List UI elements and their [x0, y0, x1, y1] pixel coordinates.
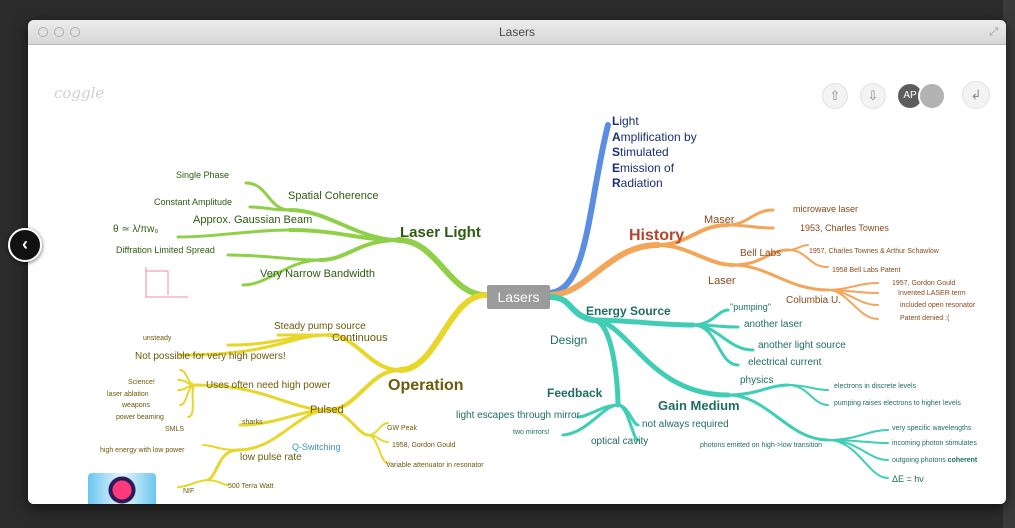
- node-not-required[interactable]: not always required: [642, 419, 729, 430]
- acronym-line: Light: [612, 114, 697, 130]
- desktop-edge: [1003, 0, 1015, 528]
- history-clock-icon[interactable]: ↲: [962, 81, 990, 109]
- node-invented-term[interactable]: Invented LASER term: [898, 290, 966, 297]
- node-bell-patent[interactable]: 1958 Bell Labs Patent: [832, 267, 901, 274]
- minimize-window-button[interactable]: [54, 27, 64, 37]
- acronym-line: Radiation: [612, 176, 697, 192]
- node-theta-formula[interactable]: θ ≃ λ/πw₀: [113, 224, 159, 235]
- acronym-rest: ight: [619, 114, 639, 128]
- close-window-button[interactable]: [38, 27, 48, 37]
- node-not-possible[interactable]: Not possible for very high powers!: [135, 351, 286, 362]
- node-smls[interactable]: SMLS: [165, 426, 185, 433]
- acronym-rest: adiation: [620, 176, 663, 190]
- node-science[interactable]: Science!: [128, 379, 155, 386]
- node-photons-emitted[interactable]: photons emitted on high->low transition: [700, 442, 822, 449]
- topic-operation[interactable]: Operation: [388, 377, 464, 394]
- node-narrow-bandwidth[interactable]: Very Narrow Bandwidth: [260, 268, 375, 280]
- node-uses-high-power[interactable]: Uses often need high power: [206, 380, 331, 391]
- node-diffraction[interactable]: Diffration Limited Spread: [116, 245, 215, 255]
- node-discrete-levels[interactable]: electrons in discrete levels: [834, 383, 917, 390]
- node-power-beaming[interactable]: power beaming: [116, 414, 164, 421]
- node-patent-denied[interactable]: Patent denied :(: [900, 315, 950, 322]
- zoom-window-button[interactable]: [70, 27, 80, 37]
- central-topic-node[interactable]: Lasers: [487, 285, 550, 309]
- node-physics[interactable]: physics: [740, 375, 774, 386]
- mindmap-branches: [145, 122, 889, 488]
- node-schawlow[interactable]: 1957, Charles Townes & Arthur Schawlow: [809, 248, 939, 255]
- node-two-mirrors[interactable]: two mirrors!: [513, 429, 550, 436]
- topic-design[interactable]: Design: [550, 333, 588, 347]
- acronym-letter: S: [612, 145, 621, 159]
- node-open-resonator[interactable]: included open resonator: [900, 302, 976, 309]
- node-q-switching[interactable]: Q-Switching: [292, 442, 341, 452]
- fullscreen-icon[interactable]: ⤢: [989, 26, 998, 38]
- node-energy-source[interactable]: Energy Source: [586, 304, 671, 318]
- node-another-light[interactable]: another light source: [758, 340, 846, 351]
- node-pulsed[interactable]: Pulsed: [310, 404, 344, 416]
- diffraction-graph: [145, 267, 188, 298]
- node-light-escapes[interactable]: light escapes through mirror: [456, 410, 580, 421]
- node-outgoing-photons[interactable]: outgoing photons coherent: [892, 457, 977, 464]
- acronym-letter: A: [612, 129, 621, 144]
- acronym-rest: timulated: [620, 145, 669, 159]
- node-bell-labs[interactable]: Bell Labs: [740, 248, 782, 259]
- topic-history[interactable]: History: [629, 227, 685, 244]
- node-stimulates[interactable]: incoming photon stimulates: [892, 440, 977, 447]
- node-gordon-gould-1958[interactable]: 1958, Gordon Gould: [392, 442, 456, 449]
- acronym-rest: mission of: [620, 160, 675, 175]
- acronym-letter: L: [612, 114, 620, 128]
- node-gould-1957[interactable]: 1957, Gordon Gould: [892, 280, 956, 287]
- node-single-phase[interactable]: Single Phase: [176, 170, 230, 180]
- coherent-keyword: coherent: [947, 457, 978, 464]
- node-pumping-raises[interactable]: pumping raises electrons to higher level…: [834, 400, 961, 407]
- node-weapons[interactable]: weapons: [122, 402, 151, 409]
- node-gain-medium[interactable]: Gain Medium: [658, 398, 740, 413]
- node-steady-pump[interactable]: Steady pump source: [274, 321, 366, 332]
- collaborator-avatar[interactable]: [918, 82, 946, 110]
- chevron-left-icon[interactable]: ‹: [8, 228, 42, 262]
- node-continuous[interactable]: Continuous: [332, 332, 388, 344]
- node-laser-history[interactable]: Laser: [708, 275, 736, 287]
- node-microwave-laser[interactable]: microwave laser: [793, 204, 859, 214]
- nif-image: [88, 473, 156, 504]
- node-townes-1953[interactable]: 1953, Charles Townes: [800, 223, 889, 233]
- coggle-logo[interactable]: coggle: [54, 84, 105, 102]
- node-columbia[interactable]: Columbia U.: [786, 295, 842, 306]
- node-high-energy[interactable]: high energy with low power: [100, 447, 185, 454]
- node-laser-ablation[interactable]: laser ablation: [107, 391, 149, 398]
- download-arrow-icon[interactable]: ⇩: [860, 83, 886, 109]
- node-constant-amplitude[interactable]: Constant Amplitude: [154, 197, 233, 207]
- acronym-line: Amplification by: [612, 130, 697, 146]
- node-spatial-coherence[interactable]: Spatial Coherence: [288, 190, 379, 202]
- node-delta-e[interactable]: ΔE = hν: [892, 474, 924, 484]
- node-another-laser[interactable]: another laser: [744, 319, 803, 330]
- node-low-pulse-rate[interactable]: low pulse rate: [240, 452, 302, 463]
- node-pumping[interactable]: "pumping": [730, 302, 771, 312]
- node-maser[interactable]: Maser: [704, 214, 735, 226]
- acronym-line: Stimulated: [612, 145, 697, 161]
- acronym-line: Emission of: [612, 161, 697, 177]
- node-wavelengths[interactable]: very specific wavelengths: [892, 425, 972, 432]
- upload-arrow-icon[interactable]: ⇧: [822, 83, 848, 109]
- node-terawatt[interactable]: 500 Terra Watt: [228, 483, 274, 490]
- outgoing-text: outgoing photons: [892, 457, 948, 464]
- title-bar: Lasers ⤢: [28, 20, 1006, 45]
- acronym-rest: mplification by: [620, 129, 697, 144]
- node-feedback[interactable]: Feedback: [547, 386, 603, 400]
- node-electrical-current[interactable]: electrical current: [748, 357, 822, 368]
- node-gw-peak[interactable]: GW Peak: [387, 425, 417, 432]
- node-unsteady[interactable]: unsteady: [143, 335, 172, 342]
- node-sharks[interactable]: sharks: [242, 419, 263, 426]
- acronym-letter: E: [612, 160, 621, 175]
- node-optical-cavity[interactable]: optical cavity: [591, 436, 649, 447]
- node-gaussian-beam[interactable]: Approx. Gaussian Beam: [193, 214, 313, 226]
- acronym-letter: R: [612, 176, 621, 190]
- node-attenuator[interactable]: Variable attenuator in resonator: [386, 462, 484, 469]
- topic-laser-light[interactable]: Laser Light: [400, 224, 481, 241]
- window-title: Lasers: [498, 25, 536, 39]
- node-nif[interactable]: NIF: [183, 488, 195, 495]
- app-window: Lasers ⤢: [28, 20, 1006, 504]
